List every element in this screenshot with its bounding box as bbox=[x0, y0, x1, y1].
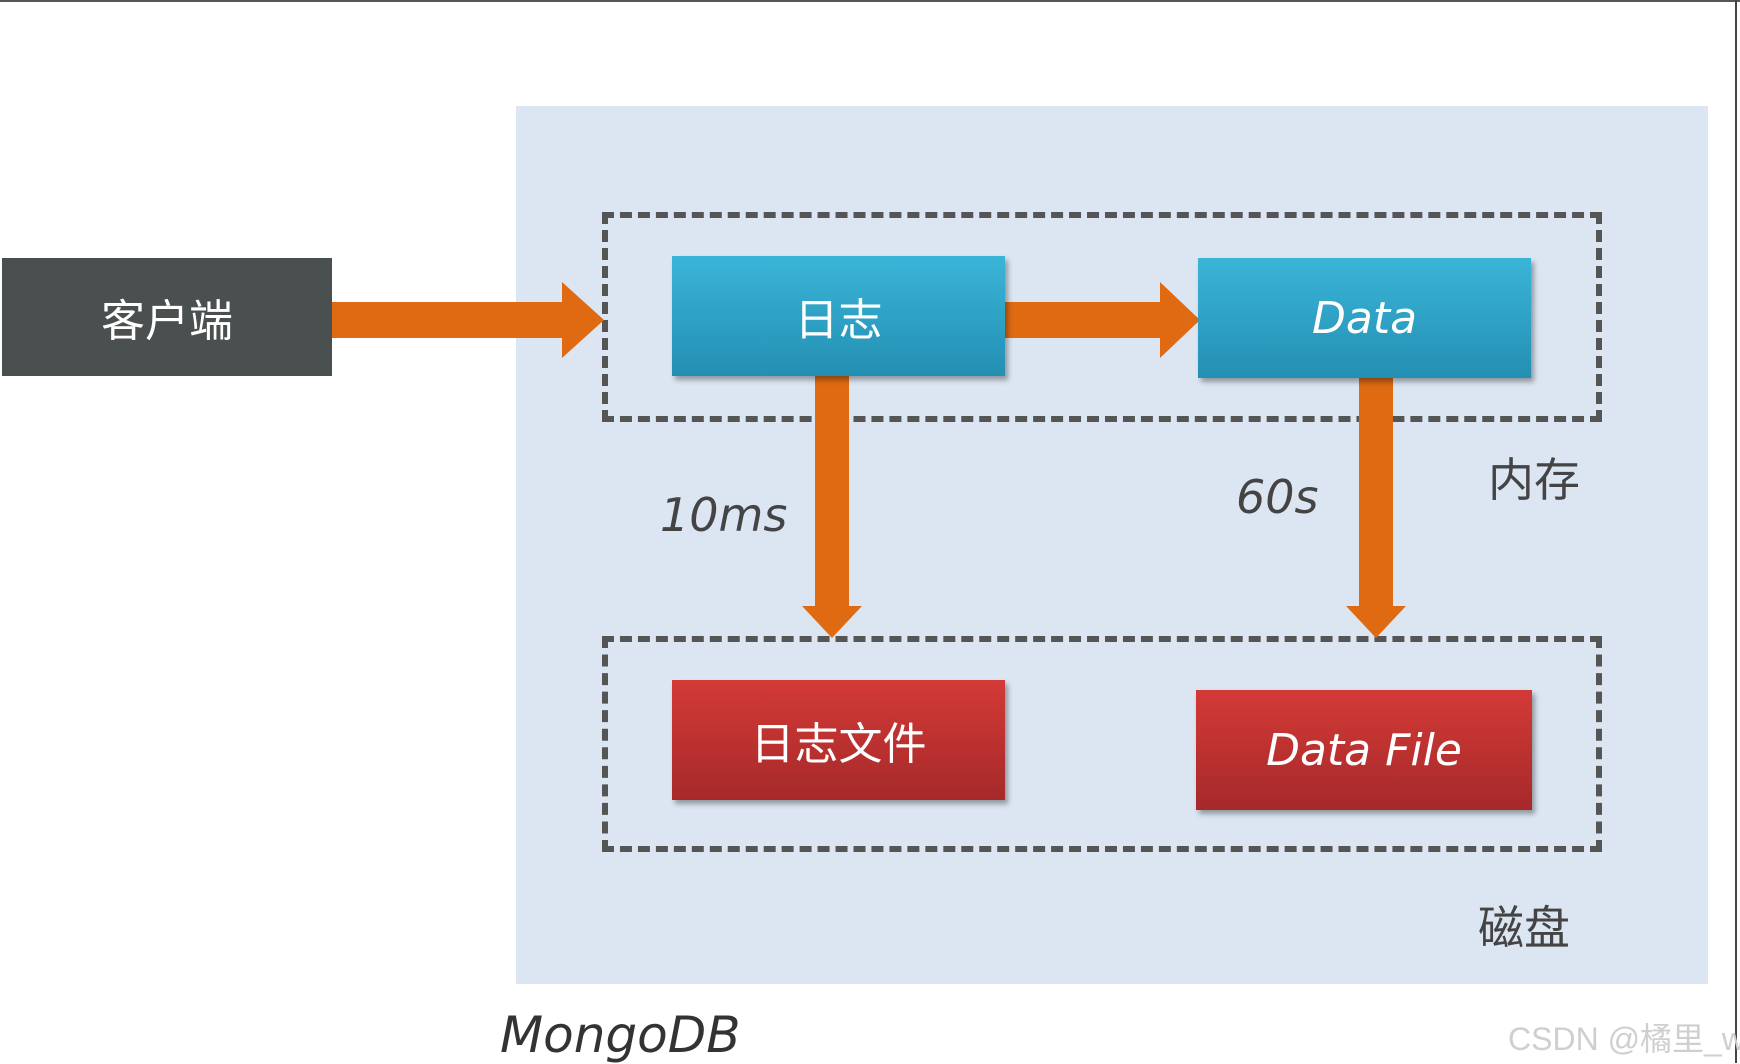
client-box: 客户端 bbox=[2, 258, 332, 376]
arrow-log-to-logfile bbox=[802, 376, 862, 638]
arrow-log-to-data bbox=[1005, 282, 1200, 358]
log-interval-label: 10ms bbox=[660, 488, 788, 542]
log-box: 日志 bbox=[672, 256, 1005, 376]
log-file-box: 日志文件 bbox=[672, 680, 1005, 800]
watermark: CSDN @橘里_w bbox=[1508, 1021, 1740, 1057]
memory-region bbox=[602, 212, 1602, 422]
top-border bbox=[0, 0, 1740, 2]
memory-label: 内存 bbox=[1488, 453, 1580, 507]
data-interval-label: 60s bbox=[1236, 470, 1319, 524]
arrow-data-to-datafile bbox=[1346, 378, 1406, 638]
data-file-box: Data File bbox=[1196, 690, 1532, 810]
disk-region bbox=[602, 636, 1602, 852]
disk-label: 磁盘 bbox=[1478, 901, 1570, 955]
right-border bbox=[1735, 0, 1737, 1063]
mongodb-label: MongoDB bbox=[500, 1006, 741, 1064]
mongodb-container bbox=[516, 106, 1708, 984]
data-box: Data bbox=[1198, 258, 1531, 378]
arrow-client-to-log bbox=[332, 282, 604, 358]
